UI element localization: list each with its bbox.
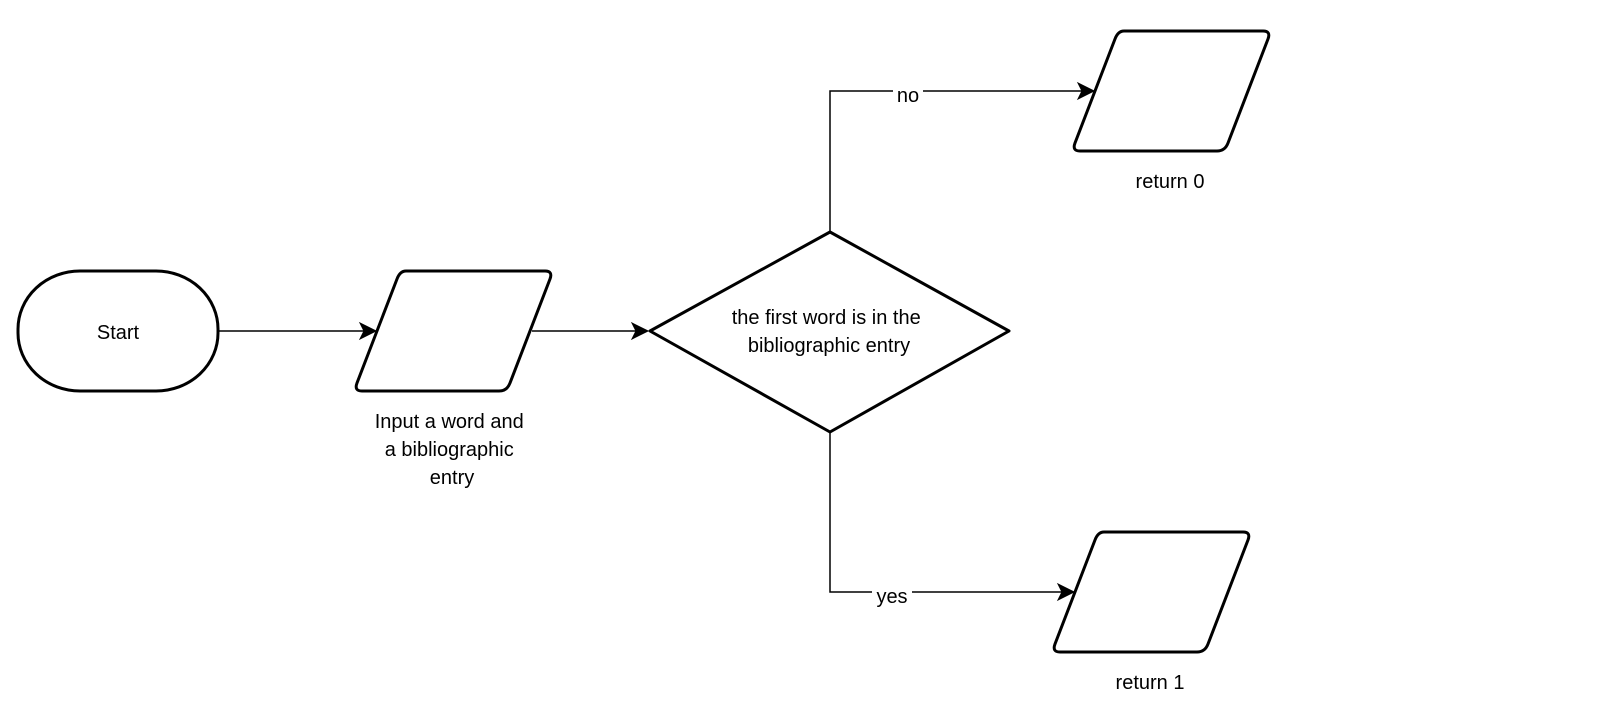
node-input[interactable]: Input a word and a bibliographic entry — [354, 269, 553, 489]
node-start-label: Start — [97, 322, 140, 344]
node-return-0[interactable]: return 0 — [1072, 29, 1271, 193]
node-input-label-line-1: Input a word and — [375, 411, 524, 433]
edge-decision-to-return0: no — [829, 81, 1096, 232]
node-decision-label-line-2: bibliographic entry — [748, 335, 910, 357]
edge-label-yes: yes — [876, 586, 907, 608]
node-decision[interactable]: the first word is in the bibliographic e… — [648, 230, 1011, 434]
node-start[interactable]: Start — [16, 269, 220, 393]
arrowhead-icon — [1076, 81, 1096, 101]
edge-decision-to-return1: yes — [829, 432, 1076, 608]
node-decision-label: the first word is in the bibliographic e… — [732, 307, 927, 357]
edge-label-no: no — [897, 85, 919, 107]
node-return-1[interactable]: return 1 — [1052, 530, 1251, 694]
node-input-label: Input a word and a bibliographic entry — [375, 411, 530, 489]
node-input-label-line-2: a bibliographic — [385, 439, 514, 461]
edge-start-to-input — [216, 321, 378, 341]
node-return-1-label: return 1 — [1116, 672, 1185, 694]
arrowhead-icon — [1056, 582, 1076, 602]
edge-input-to-decision — [532, 321, 650, 341]
arrowhead-icon — [630, 321, 650, 341]
node-input-label-line-3: entry — [430, 467, 474, 489]
arrowhead-icon — [358, 321, 378, 341]
node-decision-label-line-1: the first word is in the — [732, 307, 921, 329]
node-return-0-label: return 0 — [1136, 171, 1205, 193]
